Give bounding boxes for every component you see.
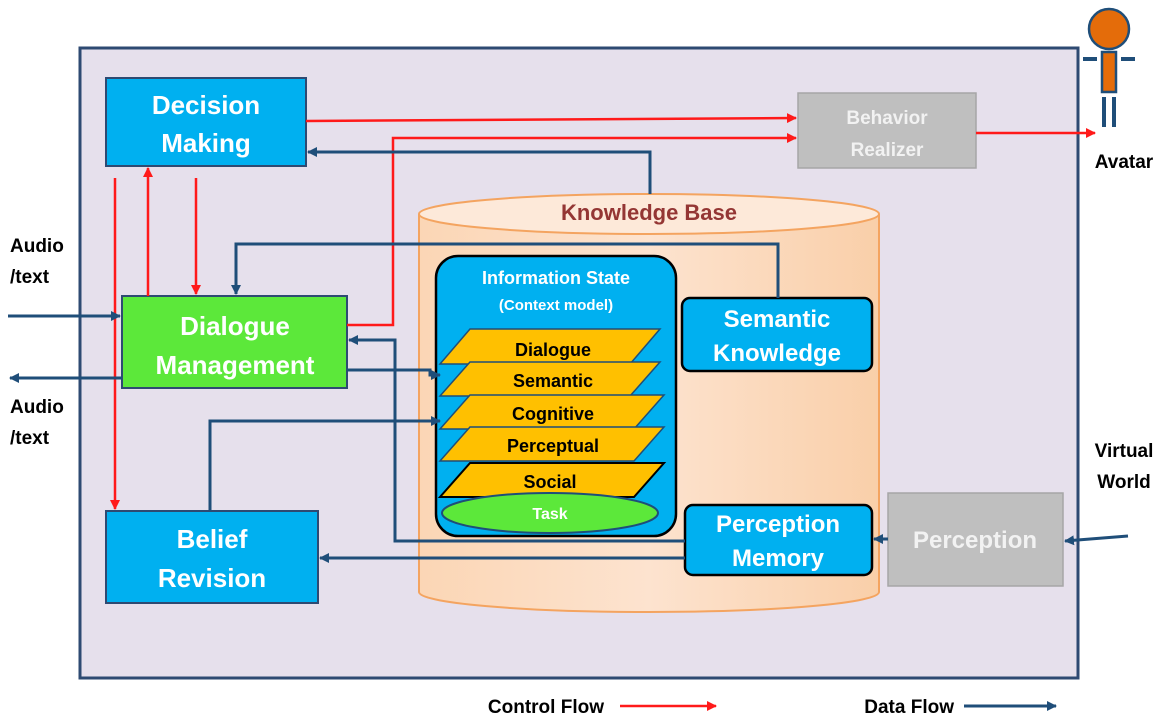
svg-text:Belief: Belief [177, 524, 248, 554]
virtual-world-line2: World [1097, 472, 1150, 493]
information-state: Information State (Context model) Dialog… [434, 254, 678, 538]
svg-text:Perceptual: Perceptual [507, 436, 599, 456]
arrow-world-to-perception [1064, 534, 1129, 546]
audio-text-in-line1: Audio [10, 236, 64, 257]
data-flow-arrows [8, 147, 1129, 563]
dialogue-management-box: Dialogue Management [121, 295, 348, 389]
svg-text:Knowledge: Knowledge [713, 340, 841, 367]
arrow-memory-to-dialogue [348, 335, 685, 543]
legend: Control Flow Data Flow [488, 697, 1057, 718]
arrow-dialogue-to-infostate [347, 368, 441, 380]
svg-text:Management: Management [156, 350, 315, 380]
perception-box: Perception [887, 492, 1064, 587]
svg-text:Dialogue: Dialogue [180, 311, 290, 341]
svg-text:Semantic: Semantic [724, 306, 831, 333]
svg-text:Task: Task [532, 506, 567, 523]
behavior-realizer-box: Behavior Realizer [797, 92, 977, 169]
svg-text:Dialogue: Dialogue [515, 340, 591, 360]
svg-text:Cognitive: Cognitive [512, 404, 594, 424]
decision-making-box: Decision Making [105, 77, 307, 167]
svg-text:Perception: Perception [913, 527, 1037, 554]
perception-memory-box: Perception Memory [683, 503, 874, 577]
layer-perceptual: Perceptual [438, 426, 666, 462]
svg-text:Semantic: Semantic [513, 371, 593, 391]
svg-text:Realizer: Realizer [851, 140, 924, 161]
layer-social: Social [437, 462, 667, 498]
svg-text:Making: Making [161, 128, 251, 158]
audio-text-out-line2: /text [10, 428, 50, 449]
control-flow-arrows [110, 113, 1096, 510]
audio-text-in-line2: /text [10, 267, 50, 288]
legend-data-flow-label: Data Flow [864, 697, 954, 718]
svg-text:Perception: Perception [716, 511, 840, 538]
svg-text:Social: Social [523, 472, 576, 492]
legend-control-flow-label: Control Flow [488, 697, 604, 718]
layer-task: Task [441, 492, 659, 534]
arrow-dm-to-realizer [305, 113, 797, 124]
person-icon [1083, 7, 1135, 127]
belief-revision-box: Belief Revision [105, 510, 319, 604]
virtual-world-line1: Virtual [1095, 441, 1154, 462]
arrow-kb-to-decision [307, 147, 652, 194]
arrow-belief-to-infostate [208, 416, 441, 511]
svg-text:Decision: Decision [152, 90, 260, 120]
svg-text:Memory: Memory [732, 545, 825, 572]
information-state-subtitle: (Context model) [499, 297, 613, 314]
layer-dialogue: Dialogue [438, 328, 662, 365]
information-state-title: Information State [482, 268, 630, 288]
avatar-label: Avatar [1095, 152, 1154, 173]
arrow-dialogue-to-realizer [347, 133, 797, 327]
svg-text:Revision: Revision [158, 563, 266, 593]
svg-text:Behavior: Behavior [846, 108, 928, 129]
arrow-semantic-to-dialogue [231, 242, 780, 298]
knowledge-base-title: Knowledge Base [561, 200, 737, 225]
semantic-knowledge-box: Semantic Knowledge [680, 296, 874, 373]
audio-text-out-line1: Audio [10, 397, 64, 418]
layer-semantic: Semantic [438, 361, 662, 397]
layer-cognitive: Cognitive [438, 394, 666, 430]
